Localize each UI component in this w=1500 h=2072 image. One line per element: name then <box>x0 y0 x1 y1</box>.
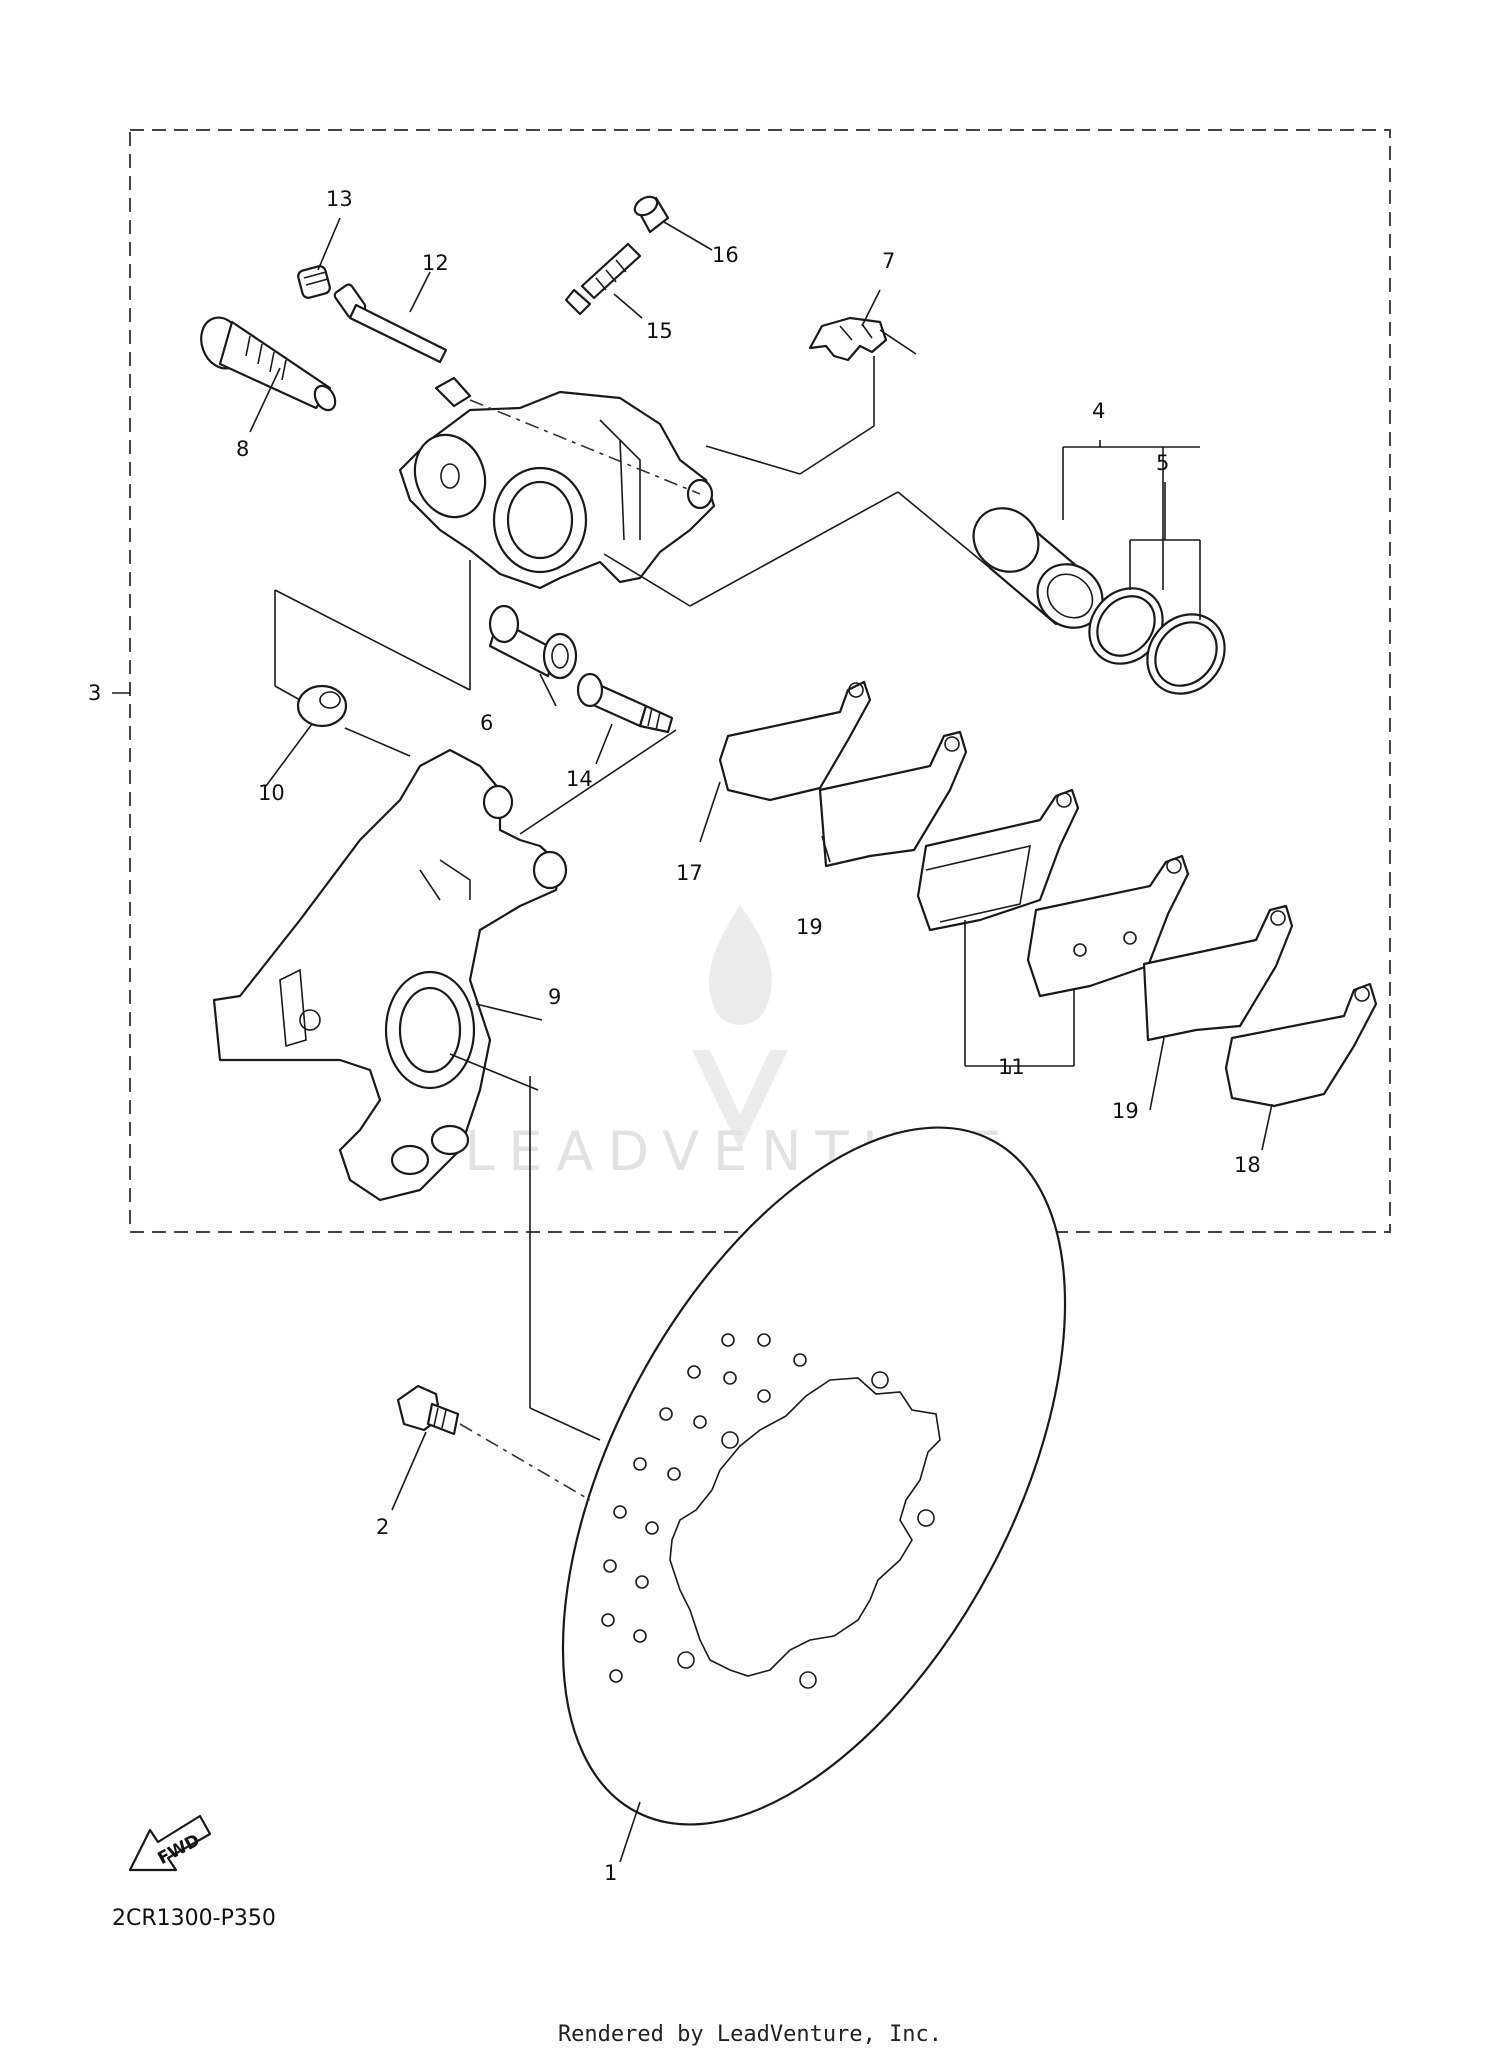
callout-2: 2 <box>376 1515 389 1539</box>
callout-11: 11 <box>998 1055 1025 1079</box>
callout-1: 1 <box>604 1861 617 1885</box>
part-4-piston <box>972 507 1104 629</box>
callout-labels: 1 2 3 4 5 6 7 8 9 10 11 12 13 14 15 16 1… <box>88 187 1261 1885</box>
part-17-shim <box>718 680 872 802</box>
part-5-seals <box>1088 587 1226 695</box>
part-10-boot <box>296 684 348 728</box>
part-13-cap <box>297 265 331 299</box>
callout-15: 15 <box>646 319 673 343</box>
callout-17: 17 <box>676 861 703 885</box>
callout-8: 8 <box>236 437 249 461</box>
disc-holes <box>601 1333 935 1689</box>
part-2-bolt <box>396 1384 460 1436</box>
caliper-body <box>398 376 716 590</box>
part-11-brake-pads <box>916 788 1190 998</box>
part-6-bushing <box>488 604 578 680</box>
callout-4: 4 <box>1092 399 1105 423</box>
callout-9: 9 <box>548 985 561 1009</box>
leader-lines <box>249 217 1273 1863</box>
part-14-pin <box>576 672 674 734</box>
callout-6: 6 <box>480 711 493 735</box>
callout-14: 14 <box>566 767 593 791</box>
callout-13: 13 <box>326 187 353 211</box>
callout-7: 7 <box>882 249 895 273</box>
part-16-cap <box>633 195 670 234</box>
part-19-shim-upper <box>818 730 968 868</box>
callout-18: 18 <box>1234 1153 1261 1177</box>
callout-10: 10 <box>258 781 285 805</box>
part-19-shim-lower <box>1142 904 1294 1042</box>
part-12-pin <box>333 283 448 364</box>
callout-16: 16 <box>712 243 739 267</box>
drawing-code: 2CR1300-P350 <box>112 1906 276 1931</box>
callout-19-lower: 19 <box>1112 1099 1139 1123</box>
part-1-brake-disc <box>561 1126 1067 1826</box>
part-15-bleed-screw <box>564 242 642 316</box>
part-7-clip <box>808 316 917 362</box>
fwd-arrow-icon: FWD <box>128 1814 212 1872</box>
callout-5: 5 <box>1156 451 1169 475</box>
part-9-bracket <box>212 748 568 1202</box>
callout-12: 12 <box>422 251 449 275</box>
callout-3: 3 <box>88 681 101 705</box>
part-18-shim <box>1224 982 1378 1108</box>
render-credit: Rendered by LeadVenture, Inc. <box>557 2022 943 2047</box>
part-8-bolt <box>200 316 337 412</box>
callout-19-upper: 19 <box>796 915 823 939</box>
